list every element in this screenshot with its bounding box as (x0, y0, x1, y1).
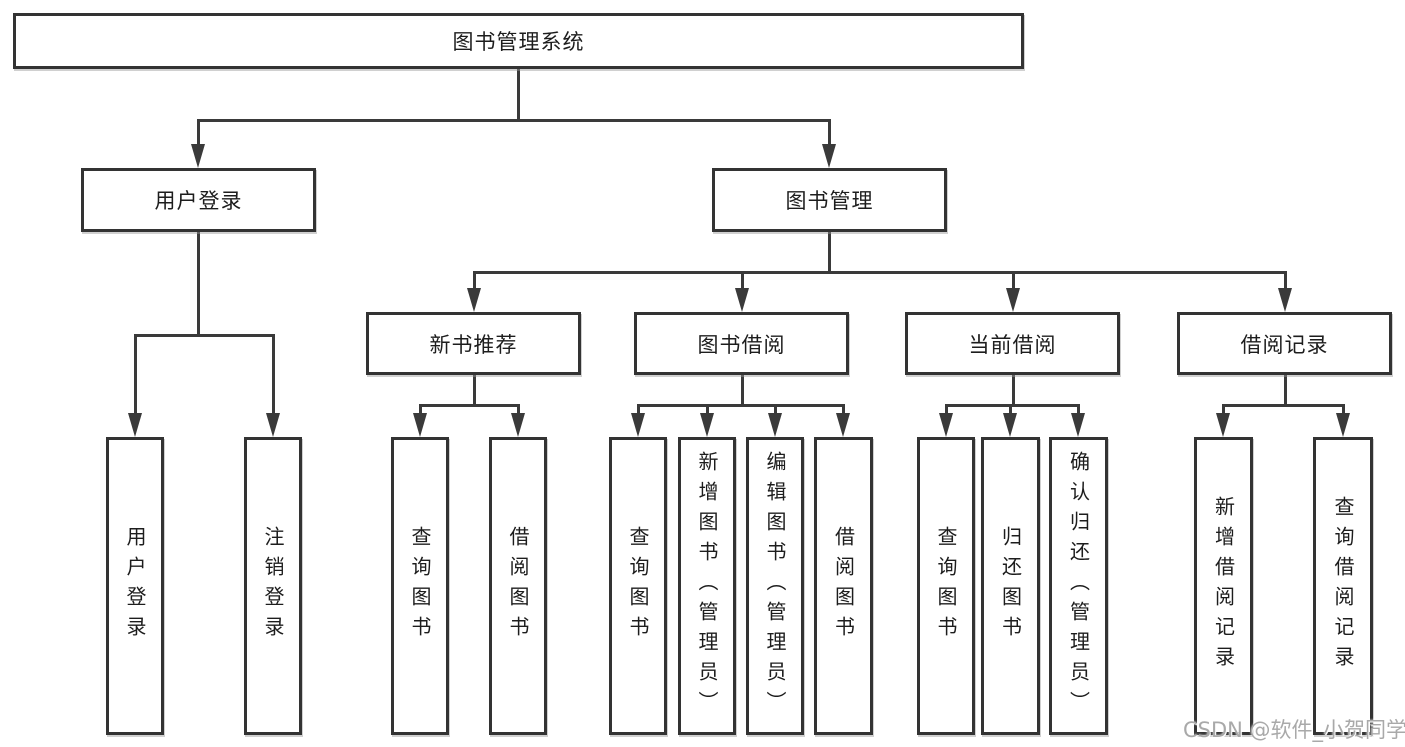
node-label: 图书借阅 (697, 332, 786, 357)
connector-drop-book-borrowing (705, 405, 709, 417)
arrow-down-icon (1216, 413, 1230, 437)
arrow-down-icon (822, 144, 836, 168)
node-book-borrowing: 图书借阅 (634, 312, 849, 375)
arrow-down-icon (768, 413, 782, 437)
connector-stub-book-management (827, 232, 831, 274)
node-edit-books-admin: 编辑图书（管理员） (746, 437, 804, 735)
node-borrow-books-recommend: 借阅图书 (489, 437, 547, 735)
node-label: 编辑图书（管理员） (763, 451, 787, 721)
connector-rail-root-system (196, 118, 831, 122)
connector-drop-book-borrowing (636, 405, 640, 417)
connector-rail-user-login (133, 333, 275, 337)
node-user-login-action: 用户登录 (106, 437, 164, 735)
arrow-down-icon (1336, 413, 1350, 437)
connector-drop-borrowing-records (1221, 405, 1225, 417)
node-root-system: 图书管理系统 (13, 13, 1024, 69)
node-return-books: 归还图书 (981, 437, 1040, 735)
arrow-down-icon (700, 413, 714, 437)
connector-stub-current-borrowing (1011, 375, 1015, 407)
node-label: 确认归还（管理员） (1066, 451, 1091, 721)
connector-drop-new-book-recommendation (516, 405, 520, 417)
node-query-borrowing-record: 查询借阅记录 (1313, 437, 1373, 735)
connector-drop-new-book-recommendation (418, 405, 422, 417)
node-current-borrowing: 当前借阅 (905, 312, 1120, 375)
connector-rail-book-management (472, 270, 1287, 274)
node-label: 图书管理系统 (452, 30, 585, 54)
node-borrow-books: 借阅图书 (814, 437, 873, 735)
connector-stub-user-login (196, 232, 200, 337)
node-label: 注销登录 (261, 526, 285, 646)
node-label: 查询图书 (408, 526, 432, 646)
connector-stub-root-system (516, 69, 520, 122)
connector-drop-current-borrowing (1008, 405, 1012, 417)
node-label: 借阅记录 (1240, 332, 1329, 357)
node-label: 新增借阅记录 (1211, 496, 1236, 676)
node-label: 借阅图书 (506, 526, 530, 646)
connector-drop-root-system (827, 120, 831, 148)
node-query-books-borrow: 查询图书 (609, 437, 667, 735)
arrow-down-icon (735, 288, 749, 312)
arrow-down-icon (836, 413, 850, 437)
connector-stub-book-borrowing (740, 375, 744, 407)
node-user-login: 用户登录 (81, 168, 316, 232)
node-label: 查询图书 (626, 526, 650, 646)
node-logout-action: 注销登录 (244, 437, 302, 735)
connector-drop-user-login (271, 335, 275, 417)
node-confirm-return-admin: 确认归还（管理员） (1049, 437, 1108, 735)
node-label: 归还图书 (998, 526, 1023, 646)
node-query-books-recommend: 查询图书 (391, 437, 449, 735)
arrow-down-icon (1006, 288, 1020, 312)
node-add-books-admin: 新增图书（管理员） (678, 437, 736, 735)
arrow-down-icon (467, 288, 481, 312)
connector-drop-book-management (740, 272, 744, 292)
node-label: 用户登录 (123, 526, 147, 646)
node-label: 查询借阅记录 (1331, 496, 1355, 676)
node-label: 新书推荐 (429, 332, 518, 357)
connector-drop-current-borrowing (1076, 405, 1080, 417)
connector-drop-book-borrowing (773, 405, 777, 417)
connector-drop-book-management (472, 272, 476, 292)
arrow-down-icon (1278, 288, 1292, 312)
csdn-watermark: CSDN @软件_小贺同学 (1183, 718, 1405, 742)
arrow-down-icon (128, 413, 142, 437)
connector-drop-book-management (1011, 272, 1015, 292)
arrow-down-icon (413, 413, 427, 437)
arrow-down-icon (1071, 413, 1085, 437)
connector-stub-new-book-recommendation (472, 375, 476, 407)
connector-drop-book-borrowing (841, 405, 845, 417)
connector-stub-borrowing-records (1283, 375, 1287, 407)
arrow-down-icon (266, 413, 280, 437)
connector-rail-book-borrowing (636, 403, 845, 407)
node-borrowing-records: 借阅记录 (1177, 312, 1392, 375)
arrow-down-icon (191, 144, 205, 168)
node-label: 查询图书 (934, 526, 958, 646)
connector-drop-user-login (133, 335, 137, 417)
node-label: 用户登录 (154, 189, 243, 213)
connector-drop-root-system (196, 120, 200, 148)
node-query-books-current: 查询图书 (917, 437, 975, 735)
node-label: 当前借阅 (968, 332, 1057, 357)
node-book-management: 图书管理 (712, 168, 947, 232)
connector-rail-current-borrowing (944, 403, 1080, 407)
connector-rail-borrowing-records (1221, 403, 1345, 407)
connector-drop-book-management (1283, 272, 1287, 292)
node-label: 借阅图书 (831, 526, 856, 646)
arrow-down-icon (511, 413, 525, 437)
node-label: 图书管理 (785, 189, 874, 213)
node-new-book-recommendation: 新书推荐 (366, 312, 581, 375)
node-label: 新增图书（管理员） (695, 451, 719, 721)
node-add-borrowing-record: 新增借阅记录 (1194, 437, 1253, 735)
arrow-down-icon (939, 413, 953, 437)
connector-drop-borrowing-records (1341, 405, 1345, 417)
arrow-down-icon (1003, 413, 1017, 437)
connector-drop-current-borrowing (944, 405, 948, 417)
arrow-down-icon (631, 413, 645, 437)
connector-rail-new-book-recommendation (418, 403, 520, 407)
